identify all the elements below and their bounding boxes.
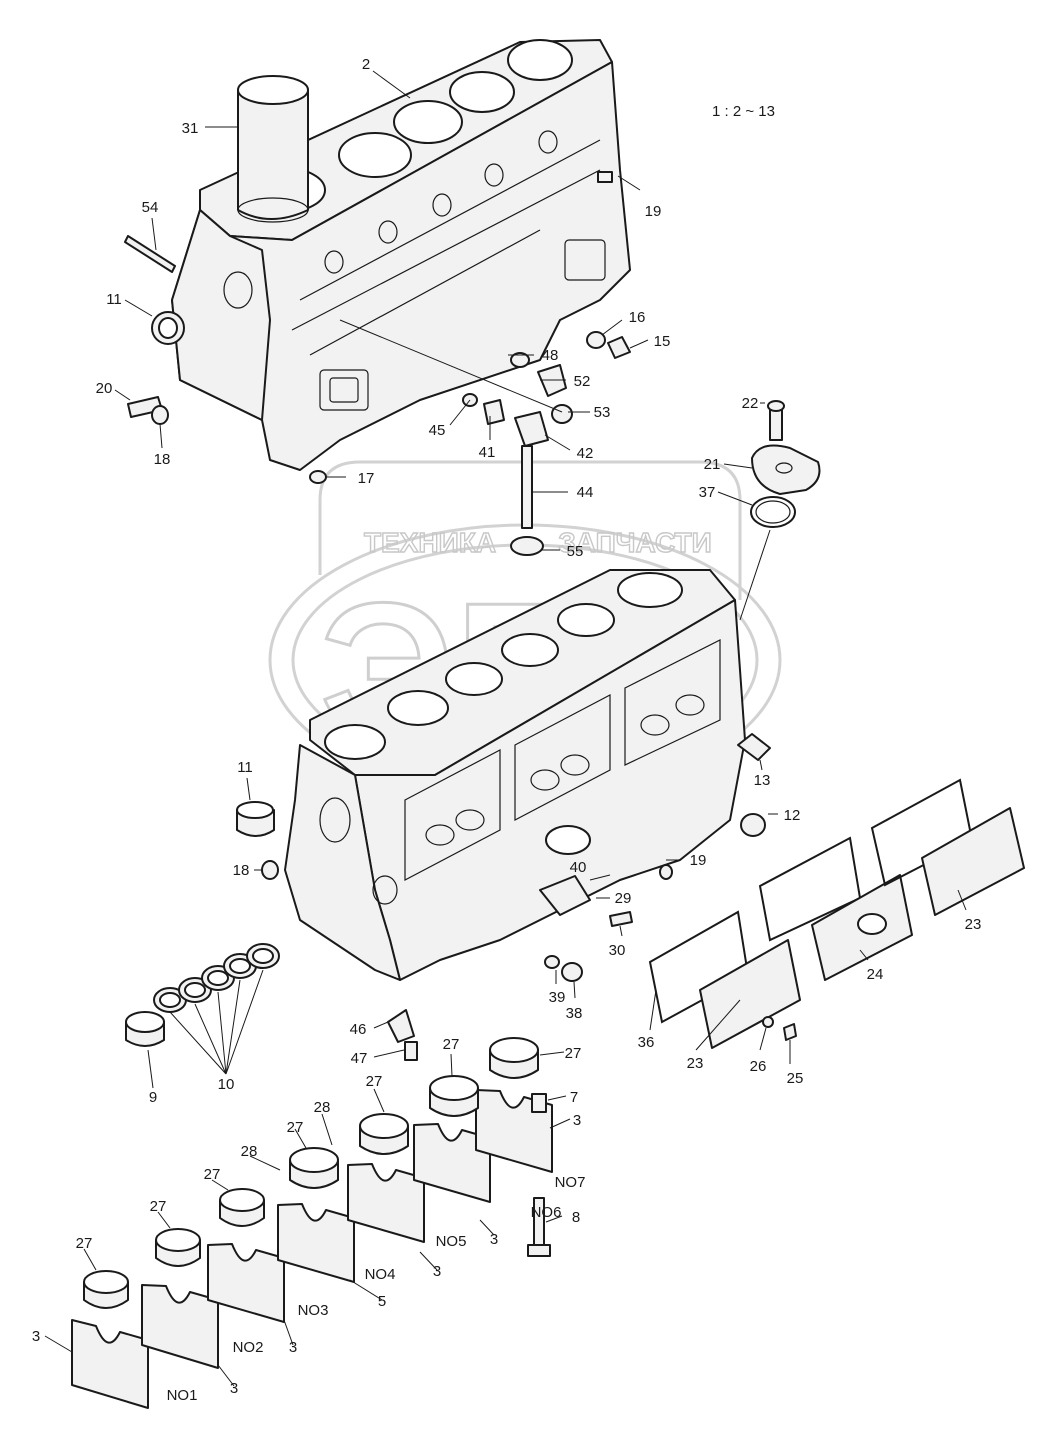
- callout-45: 45: [429, 422, 446, 439]
- callout-2: 2: [362, 56, 370, 73]
- callout-27-g: 27: [76, 1235, 93, 1252]
- callout-26: 26: [750, 1058, 767, 1075]
- callout-19: 19: [645, 203, 662, 220]
- callout-39: 39: [549, 989, 566, 1006]
- callout-3-b: 3: [490, 1231, 498, 1248]
- callout-12: 12: [784, 807, 801, 824]
- callout-40: 40: [570, 859, 587, 876]
- callout-27-b: 27: [565, 1045, 582, 1062]
- callout-18: 18: [154, 451, 171, 468]
- callout-42: 42: [577, 445, 594, 462]
- callout-3-a: 3: [573, 1112, 581, 1129]
- callout-3-c: 3: [433, 1263, 441, 1280]
- callout-no3: NO3: [298, 1302, 329, 1319]
- callout-no4: NO4: [365, 1266, 396, 1283]
- callout-labels: 1 : 2 ~ 13 2 31 54 11 20 18 19 16 15 48 …: [32, 56, 982, 1404]
- callout-27-f: 27: [150, 1198, 167, 1215]
- callout-46: 46: [350, 1021, 367, 1038]
- callout-no7: NO7: [555, 1174, 586, 1191]
- callout-23: 23: [965, 916, 982, 933]
- callout-16: 16: [629, 309, 646, 326]
- callout-7: 7: [570, 1089, 578, 1106]
- callout-no6: NO6: [531, 1204, 562, 1221]
- callout-24: 24: [867, 966, 884, 983]
- callout-37: 37: [699, 484, 716, 501]
- callout-28-a: 28: [314, 1099, 331, 1116]
- bearing-caps: [71, 1037, 553, 1409]
- callout-38: 38: [566, 1005, 583, 1022]
- callout-28-b: 28: [241, 1143, 258, 1160]
- callout-5: 5: [378, 1293, 386, 1310]
- callout-3-d: 3: [289, 1339, 297, 1356]
- scale-note: 1 : 2 ~ 13: [712, 103, 775, 120]
- callout-41: 41: [479, 444, 496, 461]
- callout-8: 8: [572, 1209, 580, 1226]
- callout-18-lower: 18: [233, 862, 250, 879]
- callout-55: 55: [567, 543, 584, 560]
- callout-31: 31: [182, 120, 199, 137]
- cam-bushes: [125, 943, 280, 1047]
- callout-36: 36: [638, 1034, 655, 1051]
- callout-no1: NO1: [167, 1387, 198, 1404]
- callout-10: 10: [218, 1076, 235, 1093]
- callout-53: 53: [594, 404, 611, 421]
- callout-23-lower: 23: [687, 1055, 704, 1072]
- callout-13: 13: [754, 772, 771, 789]
- callout-19-lower: 19: [690, 852, 707, 869]
- callout-21: 21: [704, 456, 721, 473]
- watermark-right-word: ЗАПЧАСТИ: [558, 527, 711, 558]
- callout-9: 9: [149, 1089, 157, 1106]
- callout-29: 29: [615, 890, 632, 907]
- upper-cylinder-block: [171, 39, 631, 471]
- callout-15: 15: [654, 333, 671, 350]
- lower-cylinder-block: [284, 569, 746, 981]
- callout-no2: NO2: [233, 1339, 264, 1356]
- callout-20: 20: [96, 380, 113, 397]
- callout-30: 30: [609, 942, 626, 959]
- callout-27-c: 27: [366, 1073, 383, 1090]
- callout-25: 25: [787, 1070, 804, 1087]
- callout-52: 52: [574, 373, 591, 390]
- callout-3-f: 3: [32, 1328, 40, 1345]
- callout-11: 11: [106, 291, 122, 308]
- callout-3-e: 3: [230, 1380, 238, 1397]
- lower-small-parts: [236, 733, 1025, 1061]
- callout-47: 47: [351, 1050, 368, 1067]
- callout-11-lower: 11: [237, 759, 253, 776]
- callout-48: 48: [542, 347, 559, 364]
- callout-27-a: 27: [443, 1036, 460, 1053]
- callout-27-e: 27: [204, 1166, 221, 1183]
- callout-17: 17: [358, 470, 375, 487]
- callout-no5: NO5: [436, 1233, 467, 1250]
- callout-22: 22: [742, 395, 759, 412]
- callout-27-d: 27: [287, 1119, 304, 1136]
- watermark-left-word: ТЕХНИКА: [364, 527, 496, 558]
- callout-54: 54: [142, 199, 159, 216]
- leader-lines: [44, 70, 967, 1387]
- callout-44: 44: [577, 484, 594, 501]
